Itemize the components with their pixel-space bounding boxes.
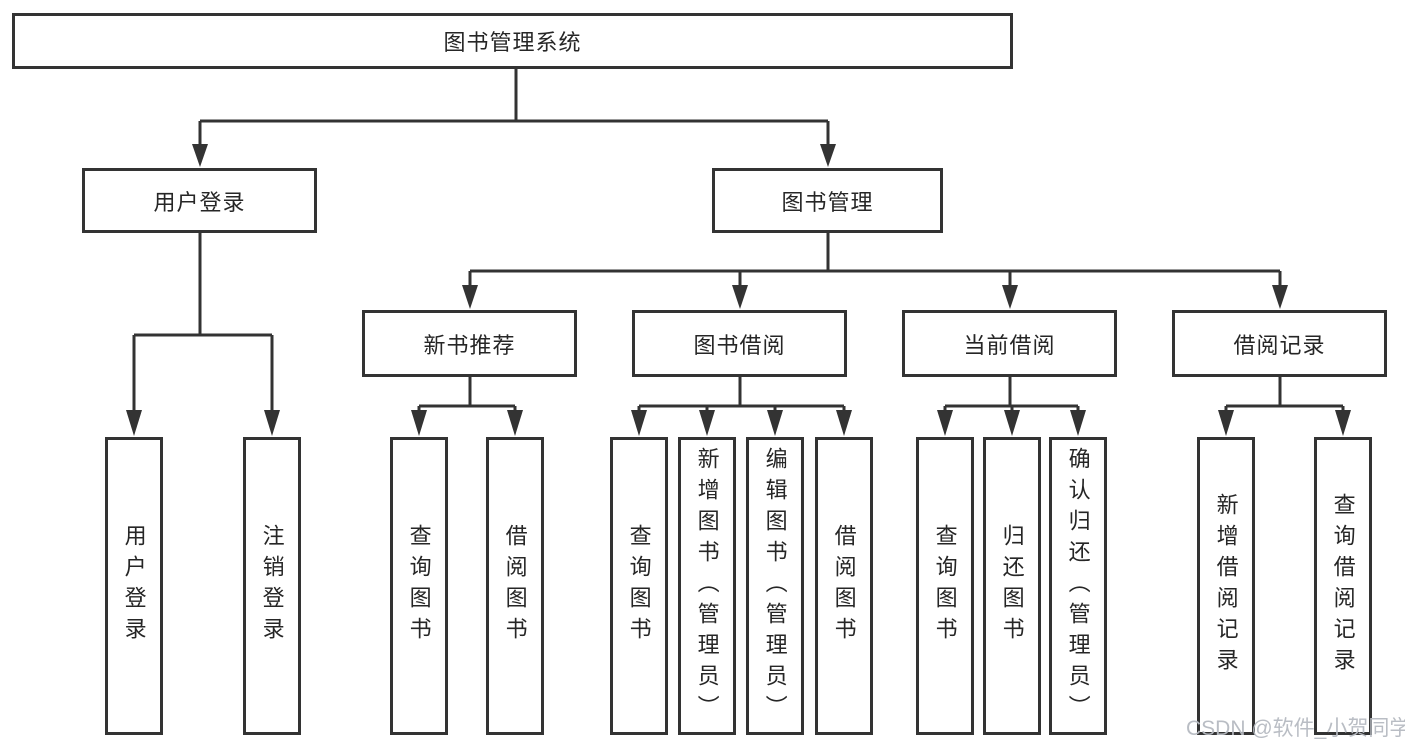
arrow-down-icon <box>1272 285 1288 309</box>
connector-new-book-rec-children <box>417 377 517 412</box>
arrow-down-icon <box>1218 410 1234 436</box>
node-root: 图书管理系统 <box>12 13 1013 69</box>
leaf-cb-confirm-return-admin: 确认归还（管理员） <box>1049 437 1107 735</box>
node-user-login-label: 用户登录 <box>153 189 246 215</box>
leaf-bb-borrow-books: 借阅图书 <box>815 437 873 735</box>
arrow-down-icon <box>264 410 280 436</box>
leaf-cb-return-books-label: 归还图书 <box>999 524 1025 648</box>
node-new-book-rec: 新书推荐 <box>362 310 577 377</box>
arrowheads <box>126 144 1351 436</box>
node-current-borrow: 当前借阅 <box>902 310 1117 377</box>
leaf-nb-query-books: 查询图书 <box>390 437 448 735</box>
arrow-down-icon <box>192 144 208 167</box>
arrow-down-icon <box>462 285 478 309</box>
leaf-cb-query-books: 查询图书 <box>916 437 974 735</box>
node-borrow-records-label: 借阅记录 <box>1233 332 1326 358</box>
leaf-bb-add-books-admin-label: 新增图书（管理员） <box>694 446 720 726</box>
arrow-down-icon <box>126 410 142 436</box>
leaf-cb-query-books-label: 查询图书 <box>932 524 958 648</box>
leaf-user-login: 用户登录 <box>105 437 163 735</box>
leaf-bb-edit-books-admin-label: 编辑图书（管理员） <box>762 446 788 726</box>
leaf-nb-borrow-books-label: 借阅图书 <box>502 524 528 648</box>
node-borrow-records: 借阅记录 <box>1172 310 1387 377</box>
leaf-user-login-label: 用户登录 <box>121 524 147 648</box>
node-book-mgmt-label: 图书管理 <box>781 189 874 215</box>
arrow-down-icon <box>411 410 427 436</box>
node-current-borrow-label: 当前借阅 <box>963 332 1056 358</box>
node-new-book-rec-label: 新书推荐 <box>423 332 516 358</box>
arrow-down-icon <box>836 410 852 436</box>
node-user-login: 用户登录 <box>82 168 317 233</box>
arrow-down-icon <box>767 410 783 436</box>
connector-root-to-level2 <box>198 69 830 147</box>
connector-book-borrow-children <box>637 377 846 412</box>
node-book-borrow-label: 图书借阅 <box>693 332 786 358</box>
leaf-cb-confirm-return-admin-label: 确认归还（管理员） <box>1065 446 1091 726</box>
leaf-cb-return-books: 归还图书 <box>983 437 1041 735</box>
arrow-down-icon <box>732 285 748 309</box>
leaf-logout: 注销登录 <box>243 437 301 735</box>
leaf-bb-query-books: 查询图书 <box>610 437 668 735</box>
leaf-nb-borrow-books: 借阅图书 <box>486 437 544 735</box>
arrow-down-icon <box>937 410 953 436</box>
leaf-br-query-record-label: 查询借阅记录 <box>1330 493 1356 679</box>
arrow-down-icon <box>1070 410 1086 436</box>
node-root-label: 图书管理系统 <box>443 30 582 55</box>
arrow-down-icon <box>631 410 647 436</box>
leaf-nb-query-books-label: 查询图书 <box>406 524 432 648</box>
node-book-borrow: 图书借阅 <box>632 310 847 377</box>
leaf-br-add-record: 新增借阅记录 <box>1197 437 1255 735</box>
node-book-mgmt: 图书管理 <box>712 168 943 233</box>
arrow-down-icon <box>507 410 523 436</box>
leaf-bb-edit-books-admin: 编辑图书（管理员） <box>746 437 804 735</box>
leaf-logout-label: 注销登录 <box>259 524 285 648</box>
arrow-down-icon <box>1002 285 1018 309</box>
arrow-down-icon <box>820 144 836 167</box>
leaf-br-add-record-label: 新增借阅记录 <box>1213 493 1239 679</box>
connector-book-mgmt-children <box>468 233 1282 286</box>
connector-current-borrow-children <box>943 377 1080 412</box>
leaf-bb-query-books-label: 查询图书 <box>626 524 652 648</box>
connector-user-login-children <box>132 233 274 412</box>
connector-borrow-records-children <box>1224 377 1345 412</box>
arrow-down-icon <box>699 410 715 436</box>
leaf-br-query-record: 查询借阅记录 <box>1314 437 1372 735</box>
arrow-down-icon <box>1335 410 1351 436</box>
csdn-watermark: CSDN @软件_小贺同学 <box>1186 717 1405 740</box>
leaf-bb-add-books-admin: 新增图书（管理员） <box>678 437 736 735</box>
arrow-down-icon <box>1004 410 1020 436</box>
leaf-bb-borrow-books-label: 借阅图书 <box>831 524 857 648</box>
